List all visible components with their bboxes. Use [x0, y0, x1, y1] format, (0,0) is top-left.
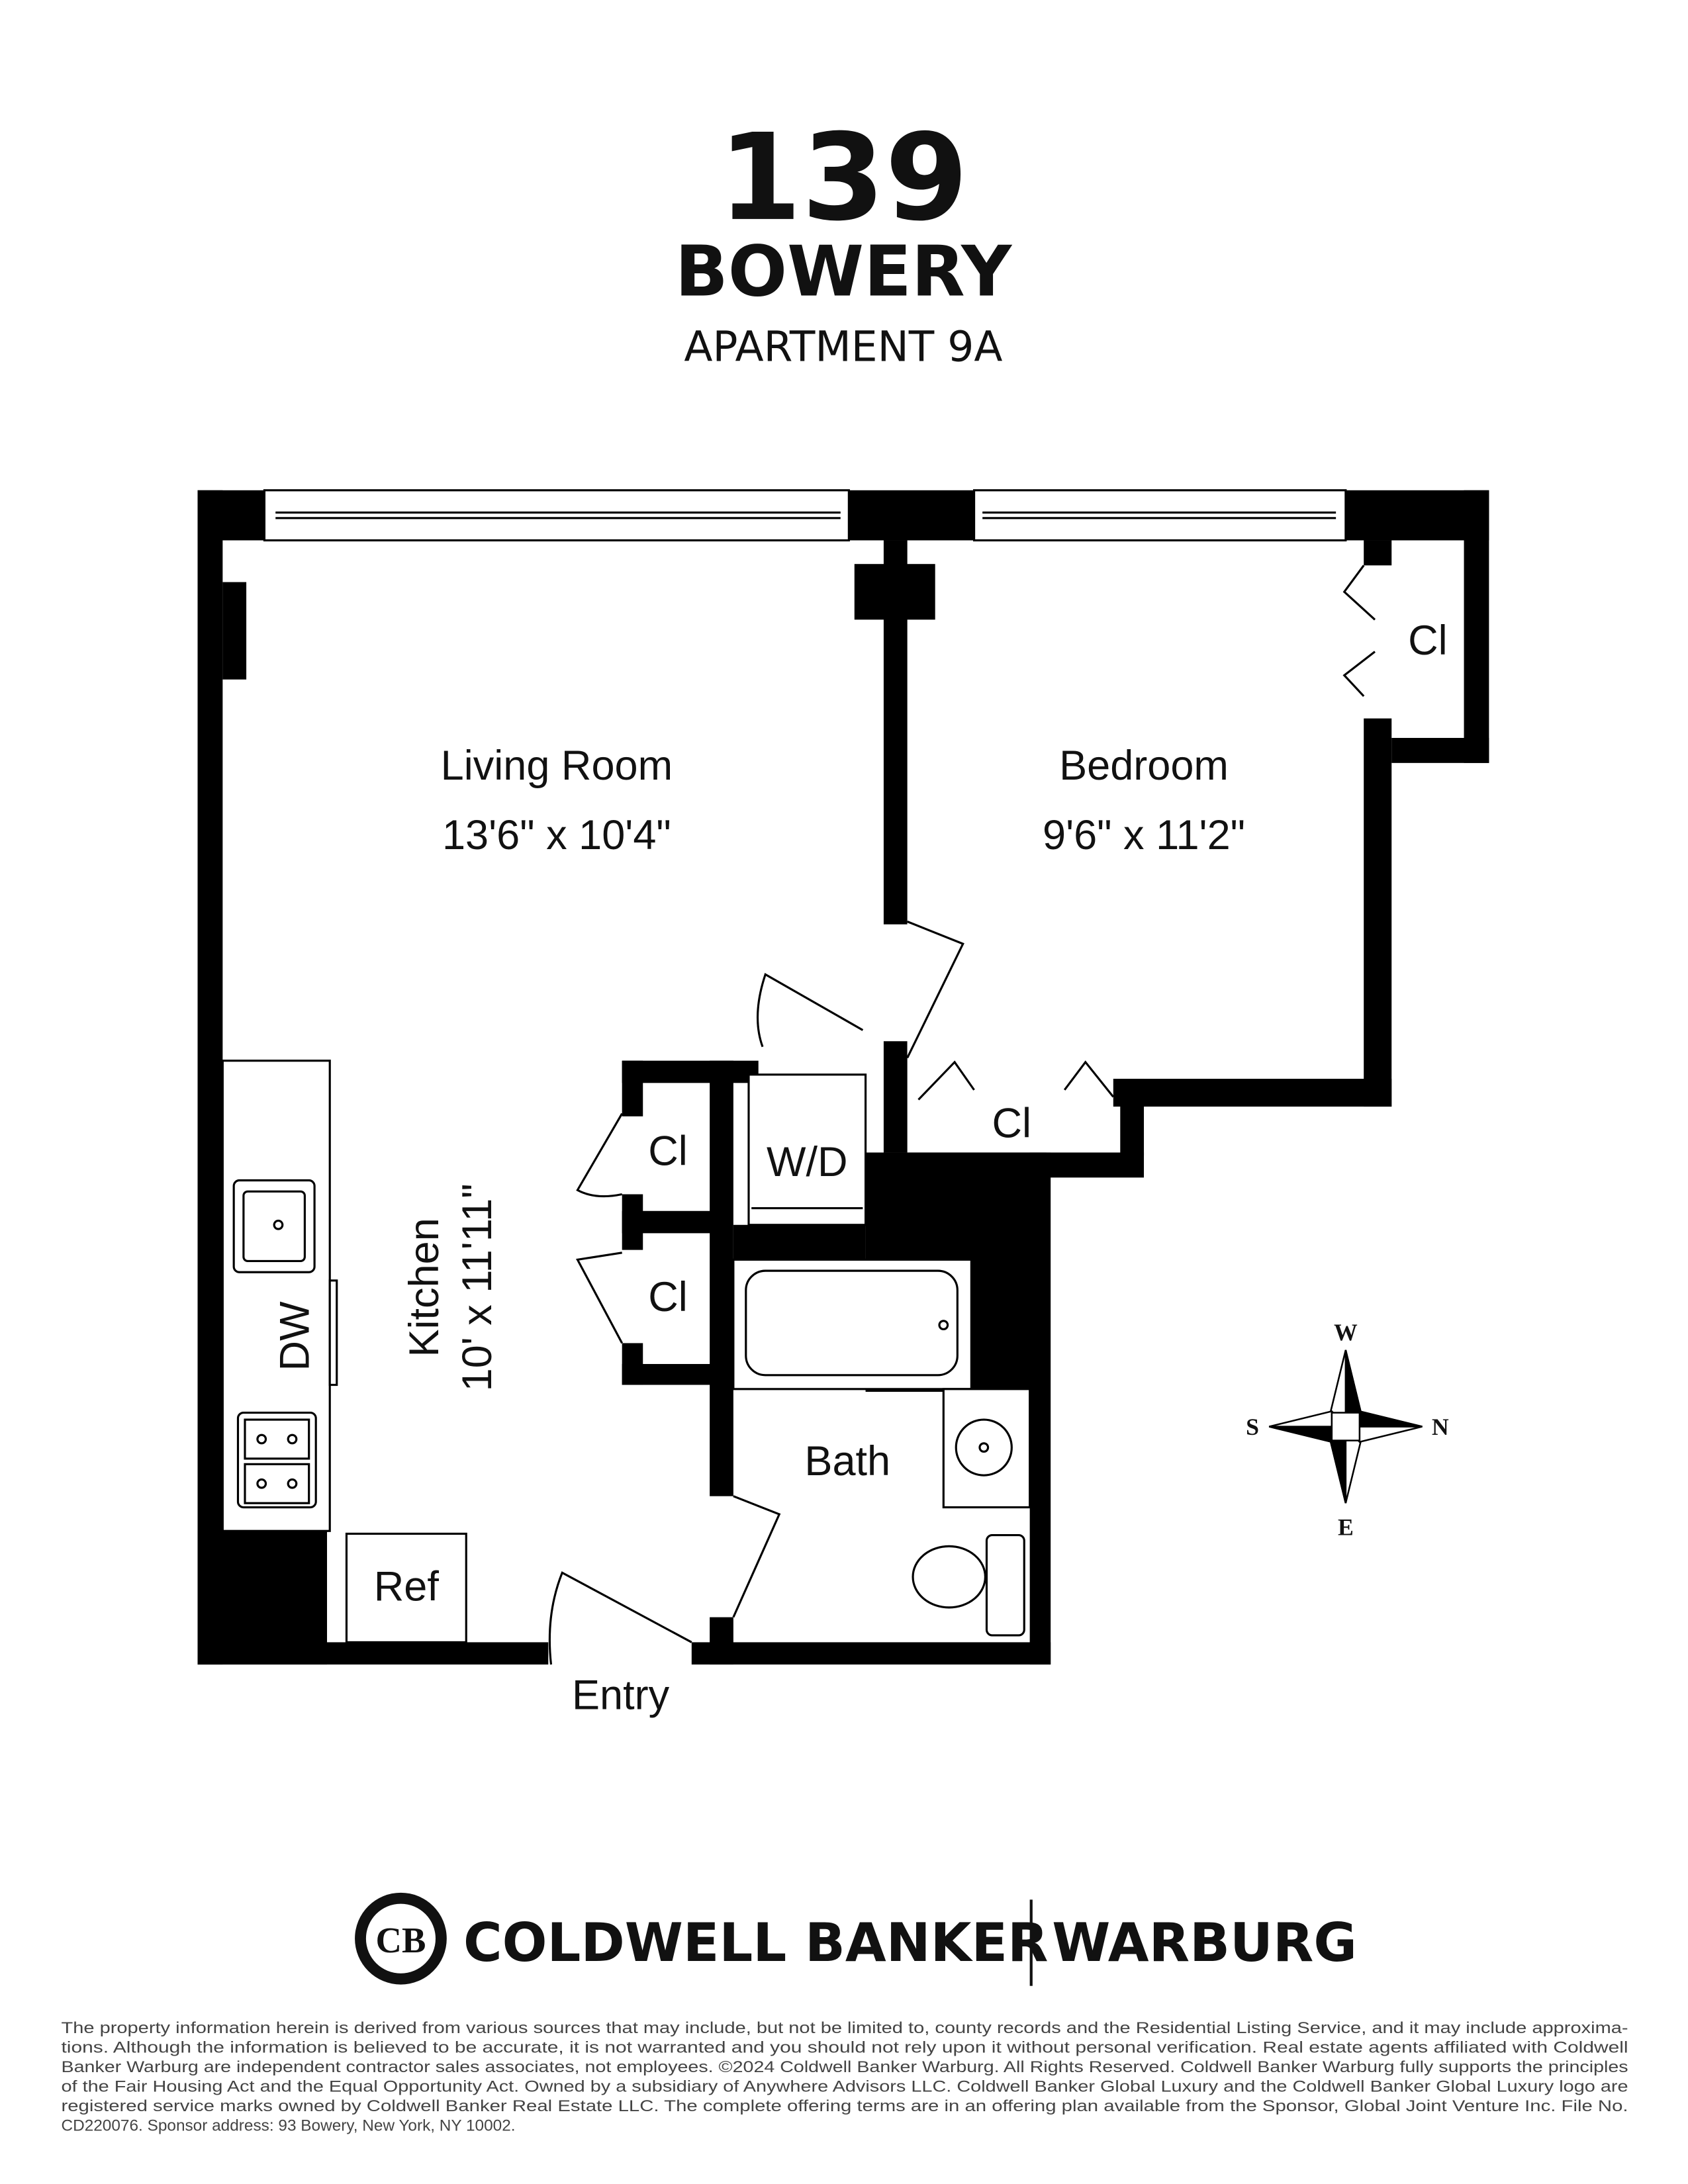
closet-label-3: Cl	[992, 1100, 1032, 1146]
building-number: 139	[718, 108, 968, 248]
core-door	[756, 973, 864, 1048]
living-room-dims: 13'6" x 10'4"	[442, 812, 671, 858]
logo-brand: COLDWELL BANKER	[463, 1912, 1049, 1974]
entry-label: Entry	[572, 1672, 670, 1718]
logo-office: WARBURG	[1052, 1912, 1357, 1974]
wd-label: W/D	[767, 1139, 848, 1185]
closet-label-4: Cl	[1408, 617, 1448, 664]
bath-door	[732, 1495, 781, 1618]
refrigerator	[345, 1532, 467, 1644]
bedroom-side-closet-doors	[1342, 565, 1376, 697]
apartment-unit: APARTMENT 9A	[684, 322, 1002, 371]
kitchen-dims: 10' x 11'11"	[454, 1183, 500, 1391]
coldwell-banker-global-luxury-seal: CB	[355, 1892, 447, 1985]
closet-label-1: Cl	[648, 1128, 688, 1174]
bath-label: Bath	[804, 1438, 890, 1484]
logo-divider	[1029, 1899, 1033, 1986]
kitchen-label: Kitchen	[401, 1218, 447, 1357]
washer-dryer	[747, 1073, 867, 1226]
dishwasher	[328, 1279, 338, 1387]
living-window	[263, 489, 850, 542]
compass-s: S	[1246, 1414, 1259, 1440]
floor-plan	[197, 490, 1489, 1665]
ref-label: Ref	[374, 1563, 440, 1610]
disclaimer-line: tions. Although the information is belie…	[61, 2039, 1628, 2057]
toilet	[912, 1545, 986, 1609]
compass-rose-icon	[1268, 1349, 1423, 1504]
compass-e: E	[1338, 1514, 1354, 1541]
disclaimer: The property information herein is deriv…	[61, 2019, 1628, 2134]
disclaimer-line: The property information herein is deriv…	[61, 2019, 1628, 2037]
closet-door-1	[576, 1113, 624, 1198]
bedroom-label: Bedroom	[1059, 743, 1229, 789]
closet-label-2: Cl	[648, 1274, 688, 1320]
entry-door	[548, 1571, 692, 1665]
svg-text:CB: CB	[375, 1920, 426, 1960]
bedroom-door	[906, 921, 964, 1059]
dishwasher-label: DW	[272, 1301, 318, 1371]
closet-door-2	[575, 1251, 624, 1344]
living-room-label: Living Room	[441, 743, 673, 789]
bedroom-window	[972, 489, 1347, 542]
fixtures	[221, 489, 1376, 1665]
disclaimer-line: CD220076. Sponsor address: 93 Bowery, Ne…	[61, 2116, 515, 2134]
disclaimer-line: registered service marks owned by Coldwe…	[61, 2097, 1628, 2115]
bedroom-closet-doors	[917, 1060, 1115, 1101]
bedroom-dims: 9'6" x 11'2"	[1043, 812, 1245, 858]
disclaimer-line: of the Fair Housing Act and the Equal Op…	[61, 2077, 1628, 2095]
building-street: BOWERY	[675, 230, 1013, 312]
disclaimer-line: Banker Warburg are independent contracto…	[61, 2058, 1628, 2076]
compass-w: W	[1334, 1319, 1358, 1345]
compass-n: N	[1432, 1414, 1449, 1440]
